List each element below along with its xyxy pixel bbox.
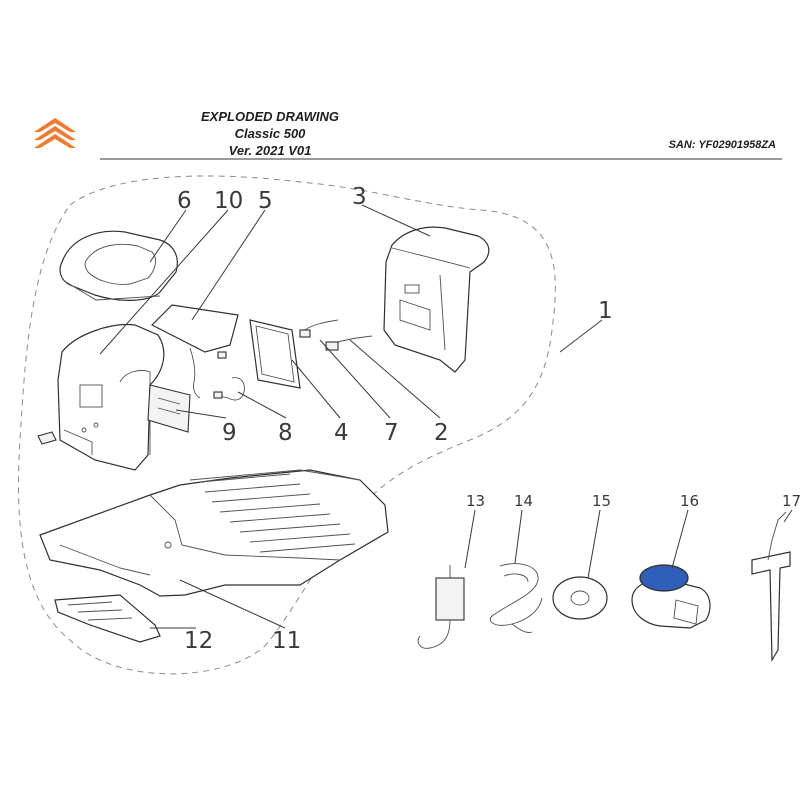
drawing-title: EXPLODED DRAWING xyxy=(201,109,339,124)
callout-11: 11 xyxy=(272,628,301,654)
part-3-rear-housing xyxy=(383,226,490,373)
part-13-power-supply xyxy=(417,565,465,649)
serial-number: SAN: YF02901958ZA xyxy=(668,139,776,151)
callout-8: 8 xyxy=(278,420,293,446)
title-block: EXPLODED DRAWING Classic 500 Ver. 2021 V… xyxy=(175,108,365,159)
callout-7: 7 xyxy=(384,420,399,446)
part-14-extension-cable xyxy=(489,563,543,633)
callout-2: 2 xyxy=(434,420,449,446)
callout-3: 3 xyxy=(352,184,367,210)
part-2-switch xyxy=(325,335,373,351)
part-6-top-cover xyxy=(59,230,178,301)
part-5-cable-panel xyxy=(150,304,239,399)
exploded-drawing: 6 10 5 3 1 9 8 4 7 2 11 12 13 14 15 16 1… xyxy=(17,175,800,675)
drawing-header: EXPLODED DRAWING Classic 500 Ver. 2021 V… xyxy=(0,0,800,165)
part-11-chassis xyxy=(39,469,389,597)
callout-13: 13 xyxy=(466,492,485,510)
callout-16: 16 xyxy=(680,492,699,510)
callout-14: 14 xyxy=(514,492,533,510)
connector-blue-cap xyxy=(639,564,689,592)
callout-17: 17 xyxy=(782,492,800,510)
assembly-boundary xyxy=(17,175,556,675)
chevron-logo-icon xyxy=(34,118,76,148)
callout-5: 5 xyxy=(258,188,273,214)
callout-4: 4 xyxy=(334,420,349,446)
model-name: Classic 500 xyxy=(234,126,306,141)
leader-lines xyxy=(99,204,793,629)
callout-15: 15 xyxy=(592,492,611,510)
callout-6: 6 xyxy=(177,188,192,214)
callout-12: 12 xyxy=(184,628,213,654)
part-4-frame xyxy=(249,319,301,389)
part-8-wire-harness xyxy=(213,377,245,401)
part-16-wire-connector xyxy=(631,564,711,629)
part-10-main-cover xyxy=(37,323,165,471)
part-7-sensor xyxy=(299,319,339,338)
part-15-wire-roll xyxy=(552,576,608,620)
callout-1: 1 xyxy=(598,298,613,324)
part-17-boundary-peg xyxy=(751,511,791,663)
part-9-control-board xyxy=(147,384,191,433)
version-label: Ver. 2021 V01 xyxy=(228,143,312,158)
part-12-bottom-plate xyxy=(54,594,161,643)
callout-9: 9 xyxy=(222,420,237,446)
callout-10: 10 xyxy=(214,188,243,214)
header-rule xyxy=(100,158,782,160)
